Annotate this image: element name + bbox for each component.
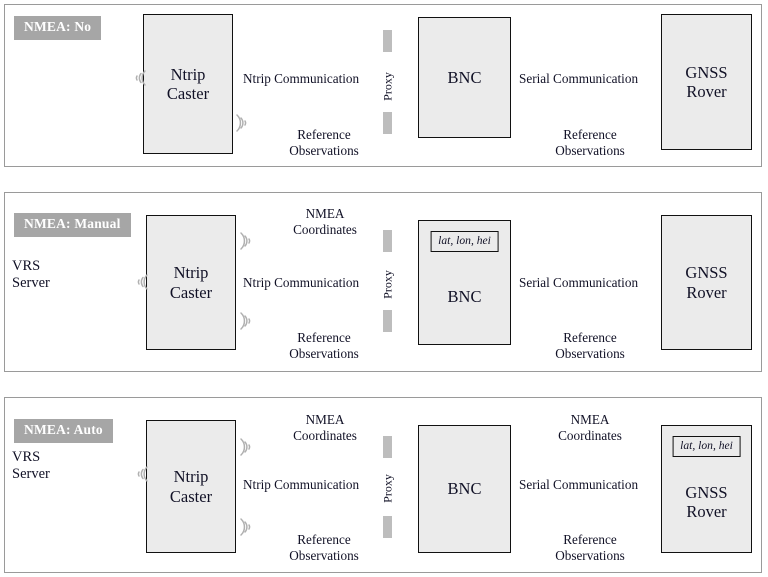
line: Reference (563, 532, 617, 547)
proxy-bar-top-p1 (383, 30, 392, 52)
line: Reference (297, 330, 351, 345)
line: Reference (297, 532, 351, 547)
line: VRS (12, 258, 41, 274)
badge-nmea-no: NMEA: No (14, 16, 102, 40)
node-line: GNSS (685, 482, 728, 502)
line: Observations (289, 548, 359, 564)
proxy-bar-bottom-p1 (383, 112, 392, 134)
node-line: Caster (169, 282, 213, 302)
node-bnc-p3: BNC (418, 425, 511, 553)
node-line: Ntrip (173, 263, 209, 283)
node-ntrip-caster-p2: Ntrip Caster (146, 215, 236, 350)
edge-label-serial-communication-p1: Serial Communication (519, 71, 639, 86)
line: Coordinates (293, 428, 357, 444)
proxy-bar-top-p2 (383, 230, 392, 252)
proxy-bar-top-p3 (383, 436, 392, 458)
proxy-bar-bottom-p2 (383, 310, 392, 332)
edge-label-reference-observations-right-p1: Reference Observations (530, 127, 650, 159)
line: Coordinates (293, 222, 357, 238)
node-ntrip-caster-p3: Ntrip Caster (146, 420, 236, 553)
node-line: BNC (447, 286, 482, 306)
node-line: Ntrip (173, 467, 209, 487)
edge-label-ntrip-communication-p1: Ntrip Communication (243, 71, 360, 86)
proxy-label-p3: Proxy (380, 474, 395, 503)
node-line: Caster (169, 486, 213, 506)
line: NMEA (305, 412, 345, 427)
label-vrs-server-p2: VRS Server (12, 258, 74, 293)
signal-wave-right-icon (236, 228, 258, 259)
node-gnss-rover-p3: lat, lon, hei GNSS Rover (661, 425, 752, 553)
signal-wave-right-icon (232, 110, 254, 141)
line: Coordinates (558, 428, 622, 444)
node-bnc-p2: lat, lon, hei BNC (418, 220, 511, 345)
line: Reference (563, 127, 617, 142)
signal-wave-right-icon (236, 514, 258, 545)
line: Reference (297, 127, 351, 142)
node-bnc-p1: BNC (418, 17, 511, 138)
signal-wave-left-icon (130, 270, 152, 299)
panel-nmea-auto (4, 397, 762, 573)
node-line: Rover (686, 82, 727, 101)
node-line: Rover (686, 282, 727, 302)
edge-label-nmea-coordinates-right-p3: NMEA Coordinates (530, 412, 650, 444)
node-line: Ntrip (170, 64, 206, 84)
node-line: BNC (447, 479, 482, 499)
line: Observations (289, 143, 359, 159)
edge-label-reference-observations-left-p1: Reference Observations (264, 127, 384, 159)
node-line: BNC (447, 67, 482, 87)
line: Observations (555, 548, 625, 564)
edge-label-nmea-coordinates-p2: NMEA Coordinates (265, 206, 385, 238)
label-vrs-server-p3: VRS Server (12, 449, 74, 484)
edge-label-serial-communication-p3: Serial Communication (519, 477, 639, 492)
line: NMEA (305, 206, 345, 221)
proxy-label-p2: Proxy (380, 270, 395, 299)
edge-label-reference-observations-left-p3: Reference Observations (264, 532, 384, 564)
node-gnss-rover-p2: GNSS Rover (661, 215, 752, 350)
edge-label-reference-observations-left-p2: Reference Observations (264, 330, 384, 362)
line: VRS (12, 449, 41, 465)
line: NMEA (570, 412, 610, 427)
signal-wave-left-icon (130, 462, 152, 491)
edge-label-reference-observations-right-p3: Reference Observations (530, 532, 650, 564)
line: Observations (555, 346, 625, 362)
edge-label-ntrip-communication-p3: Ntrip Communication (243, 477, 360, 492)
line: Server (12, 275, 50, 292)
line: Reference (563, 330, 617, 345)
proxy-label-p1: Proxy (380, 72, 395, 101)
line: Observations (555, 143, 625, 159)
signal-wave-right-icon (236, 434, 258, 465)
edge-label-serial-communication-p2: Serial Communication (519, 275, 639, 290)
node-line: Caster (166, 84, 210, 103)
edge-label-ntrip-communication-p2: Ntrip Communication (243, 275, 360, 290)
edge-label-reference-observations-right-p2: Reference Observations (530, 330, 650, 362)
coordinate-box-rover-p3: lat, lon, hei (672, 436, 741, 457)
edge-label-nmea-coordinates-left-p3: NMEA Coordinates (265, 412, 385, 444)
line: Observations (289, 346, 359, 362)
signal-wave-left-icon (128, 66, 150, 95)
node-line: GNSS (685, 263, 728, 283)
coordinate-box-bnc-p2: lat, lon, hei (430, 231, 499, 252)
line: Server (12, 466, 50, 483)
node-line: Rover (686, 502, 727, 521)
node-gnss-rover-p1: GNSS Rover (661, 14, 752, 150)
badge-nmea-manual: NMEA: Manual (14, 213, 131, 237)
proxy-bar-bottom-p3 (383, 516, 392, 538)
badge-nmea-auto: NMEA: Auto (14, 419, 113, 443)
node-line: GNSS (685, 62, 728, 82)
node-ntrip-caster-p1: Ntrip Caster (143, 14, 233, 154)
signal-wave-right-icon (236, 308, 258, 339)
